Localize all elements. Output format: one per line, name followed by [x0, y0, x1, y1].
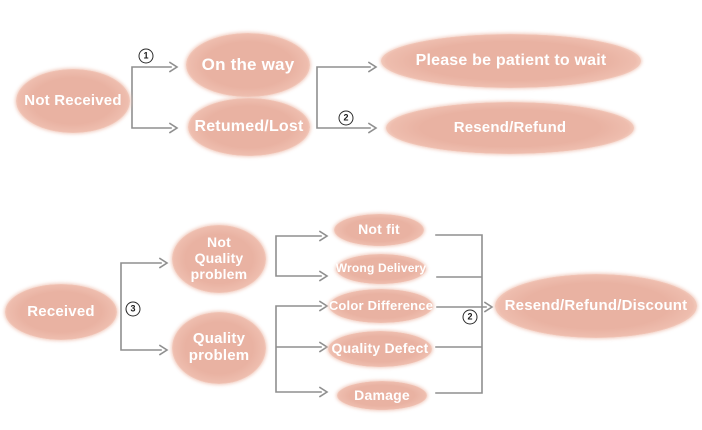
node-resend-refund: Resend/Refund: [386, 102, 634, 154]
arrowhead-to-not-quality-problem: [158, 257, 169, 269]
connector-reasons-merge: [435, 234, 487, 394]
node-on-the-way: On the way: [186, 33, 310, 97]
node-not-received: Not Received: [16, 69, 130, 133]
node-resend-refund-discount: Resend/Refund/Discount: [495, 274, 697, 338]
node-wrong-delivery: Wrong Delivery: [336, 254, 426, 284]
connector-quality-split: [275, 305, 322, 393]
connector-top-outcomes-split: [316, 66, 371, 129]
node-quality-defect: Quality Defect: [328, 331, 432, 367]
arrowhead-to-quality-defect: [318, 341, 329, 353]
node-received: Received: [5, 284, 117, 340]
node-not-fit: Not fit: [334, 214, 424, 246]
node-color-difference: Color Difference: [329, 289, 433, 323]
arrowhead-to-damage: [318, 386, 329, 398]
arrowhead-to-wrong-delivery: [318, 270, 329, 282]
node-quality-problem: Quality problem: [172, 312, 266, 384]
step-badge-2-top: 2: [338, 110, 354, 126]
arrowhead-to-please-wait: [367, 61, 378, 73]
arrowhead-to-not-fit: [318, 230, 329, 242]
connector-not-received-split: [131, 66, 172, 129]
node-please-be-patient: Please be patient to wait: [381, 34, 641, 88]
arrowhead-to-quality-problem: [158, 344, 169, 356]
step-badge-3: 3: [125, 301, 141, 317]
step-badge-1: 1: [138, 48, 154, 64]
arrowhead-to-resend-refund: [367, 122, 378, 134]
node-not-quality-problem: Not Quality problem: [172, 225, 266, 293]
node-returned-lost: Retumed/Lost: [188, 98, 310, 156]
connector-received-split: [120, 262, 162, 351]
node-damage: Damage: [337, 381, 427, 410]
step-badge-2-bottom: 2: [462, 309, 478, 325]
arrowhead-to-resend-refund-discount: [483, 301, 494, 313]
arrowhead-to-on-the-way: [168, 61, 179, 73]
arrowhead-to-color-difference: [318, 300, 329, 312]
connector-not-quality-split: [275, 235, 322, 277]
arrowhead-to-returned-lost: [168, 122, 179, 134]
